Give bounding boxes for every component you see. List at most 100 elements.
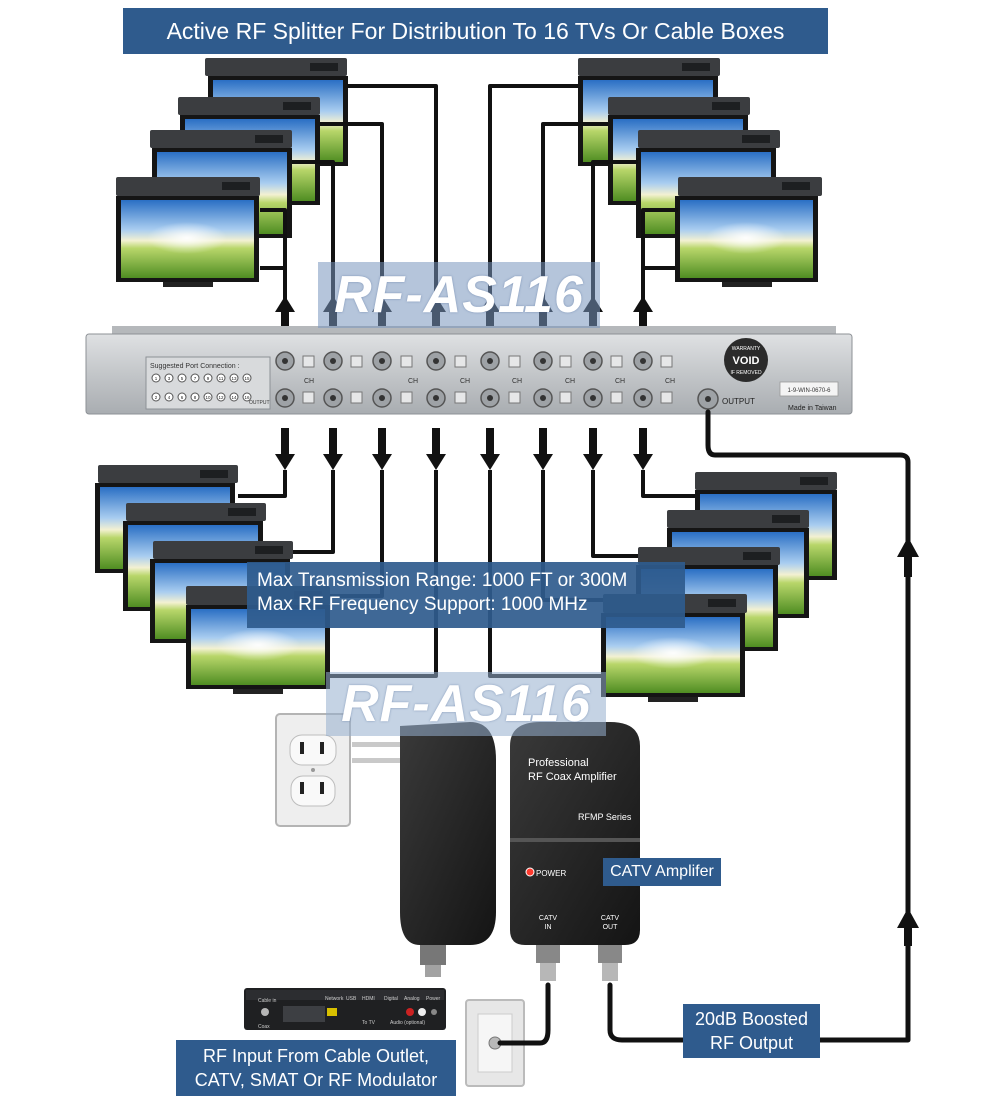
port-number: 10 xyxy=(205,395,211,400)
ch-label: CH xyxy=(408,378,418,385)
port-number: 13 xyxy=(231,376,237,381)
box-label: Network xyxy=(325,996,344,1002)
warranty-void-text: VOID xyxy=(733,355,760,367)
bottom-right-tv-group xyxy=(601,472,837,702)
cable xyxy=(347,84,438,318)
down-arrows xyxy=(275,428,653,470)
arrow-up xyxy=(897,537,919,577)
input-line-2: CATV, SMAT Or RF Modulator xyxy=(194,1070,438,1090)
cable xyxy=(260,208,287,318)
box-label: Audio (optional) xyxy=(390,1020,425,1026)
power-led-icon xyxy=(525,867,535,877)
ch-label: CH xyxy=(665,378,675,385)
port-number: 11 xyxy=(219,376,224,381)
coax-wall-plate xyxy=(465,999,525,1087)
amp-out-1: CATV xyxy=(601,915,619,922)
catv-amplifier-callout: CATV Amplifer xyxy=(603,858,721,886)
arrow-up xyxy=(275,296,295,334)
warranty-sticker xyxy=(724,338,768,382)
amp-title-1: Professional xyxy=(528,757,589,769)
bottom-left-tv-group xyxy=(95,465,330,694)
cable xyxy=(293,470,335,554)
port-number: 9 xyxy=(207,376,210,381)
cable xyxy=(591,470,638,558)
output-label: OUTPUT xyxy=(722,397,755,406)
arrow-down xyxy=(323,428,343,470)
arrow-up xyxy=(633,296,653,334)
box-label: Digital xyxy=(384,996,398,1002)
model-watermark-bottom: RF-AS116 xyxy=(326,672,606,736)
f-connectors-bottom xyxy=(275,388,653,408)
port-number: 8 xyxy=(194,395,197,400)
boost-line-1: 20dB Boosted xyxy=(694,1009,809,1029)
cable xyxy=(641,208,678,318)
wall-outlet xyxy=(275,713,351,827)
cable xyxy=(238,470,287,498)
arrow-down xyxy=(426,428,446,470)
amp-power-label: POWER xyxy=(536,869,566,878)
title-banner: Active RF Splitter For Distribution To 1… xyxy=(123,8,828,54)
port-number: 6 xyxy=(181,395,184,400)
amp-in-1: CATV xyxy=(539,915,557,922)
serial-sticker xyxy=(779,381,839,397)
arrow-down xyxy=(275,428,295,470)
input-cable xyxy=(497,982,551,1046)
cable xyxy=(320,122,384,318)
suggested-port-label: Suggested Port Connection : xyxy=(150,363,240,370)
arrow-down xyxy=(583,428,603,470)
splitter-chassis xyxy=(85,326,853,415)
port-number: 1 xyxy=(155,376,158,381)
arrow-down xyxy=(480,428,500,470)
boost-line-2: RF Output xyxy=(709,1033,794,1053)
warranty-bottom-text: IF REMOVED xyxy=(730,370,762,376)
ch-label: CH xyxy=(565,378,575,385)
box-label: Coax xyxy=(258,1024,270,1030)
port-number: 12 xyxy=(218,395,224,400)
amp-out-2: OUT xyxy=(603,924,619,931)
model-watermark-top: RF-AS116 xyxy=(318,262,600,328)
port-number: 7 xyxy=(194,376,197,381)
specs-box: Max Transmission Range: 1000 FT or 300M … xyxy=(247,562,685,628)
tv-unit xyxy=(116,177,260,287)
ch-label: CH xyxy=(512,378,522,385)
f-connectors-top xyxy=(275,351,653,371)
box-label: Cable in xyxy=(258,998,277,1004)
input-line-1: RF Input From Cable Outlet, xyxy=(202,1046,430,1066)
port-number: 16 xyxy=(244,395,250,400)
cable xyxy=(541,122,608,318)
arrow-up xyxy=(897,908,919,946)
serial-number: 1-9-WIN-0670-6 xyxy=(787,388,831,394)
arrow-down xyxy=(533,428,553,470)
amp-title-2: RF Coax Amplifier xyxy=(528,771,617,783)
rf-amplifier xyxy=(510,722,640,981)
port-number: 5 xyxy=(181,376,184,381)
box-label: USB xyxy=(346,996,357,1002)
top-right-tv-group xyxy=(578,58,822,287)
amp-in-2: IN xyxy=(545,924,552,931)
boosted-output-label: 20dB Boosted RF Output xyxy=(683,1004,820,1058)
ch-label: CH xyxy=(304,378,314,385)
amp-series: RFMP Series xyxy=(578,812,632,822)
arrow-down xyxy=(372,428,392,470)
port-number: 15 xyxy=(244,376,250,381)
box-label: To TV xyxy=(362,1020,376,1026)
spec-frequency: Max RF Frequency Support: 1000 MHz xyxy=(257,594,588,615)
cable-box xyxy=(244,988,446,1030)
spec-range: Max Transmission Range: 1000 FT or 300M xyxy=(257,570,628,591)
cable xyxy=(641,470,695,498)
port-number-circles xyxy=(151,373,252,402)
warranty-top-text: WARRANTY xyxy=(732,346,761,352)
arrow-down xyxy=(633,428,653,470)
top-left-tv-group xyxy=(116,58,348,287)
ch-squares xyxy=(302,355,673,404)
small-output-label: OUTPUT xyxy=(249,400,270,406)
ch-label: CH xyxy=(460,378,470,385)
port-number: 4 xyxy=(168,395,171,400)
tv-unit xyxy=(601,594,747,702)
output-cable xyxy=(607,409,911,1043)
port-number: 2 xyxy=(155,395,158,400)
ch-label: CH xyxy=(615,378,625,385)
port-number: 14 xyxy=(231,395,237,400)
